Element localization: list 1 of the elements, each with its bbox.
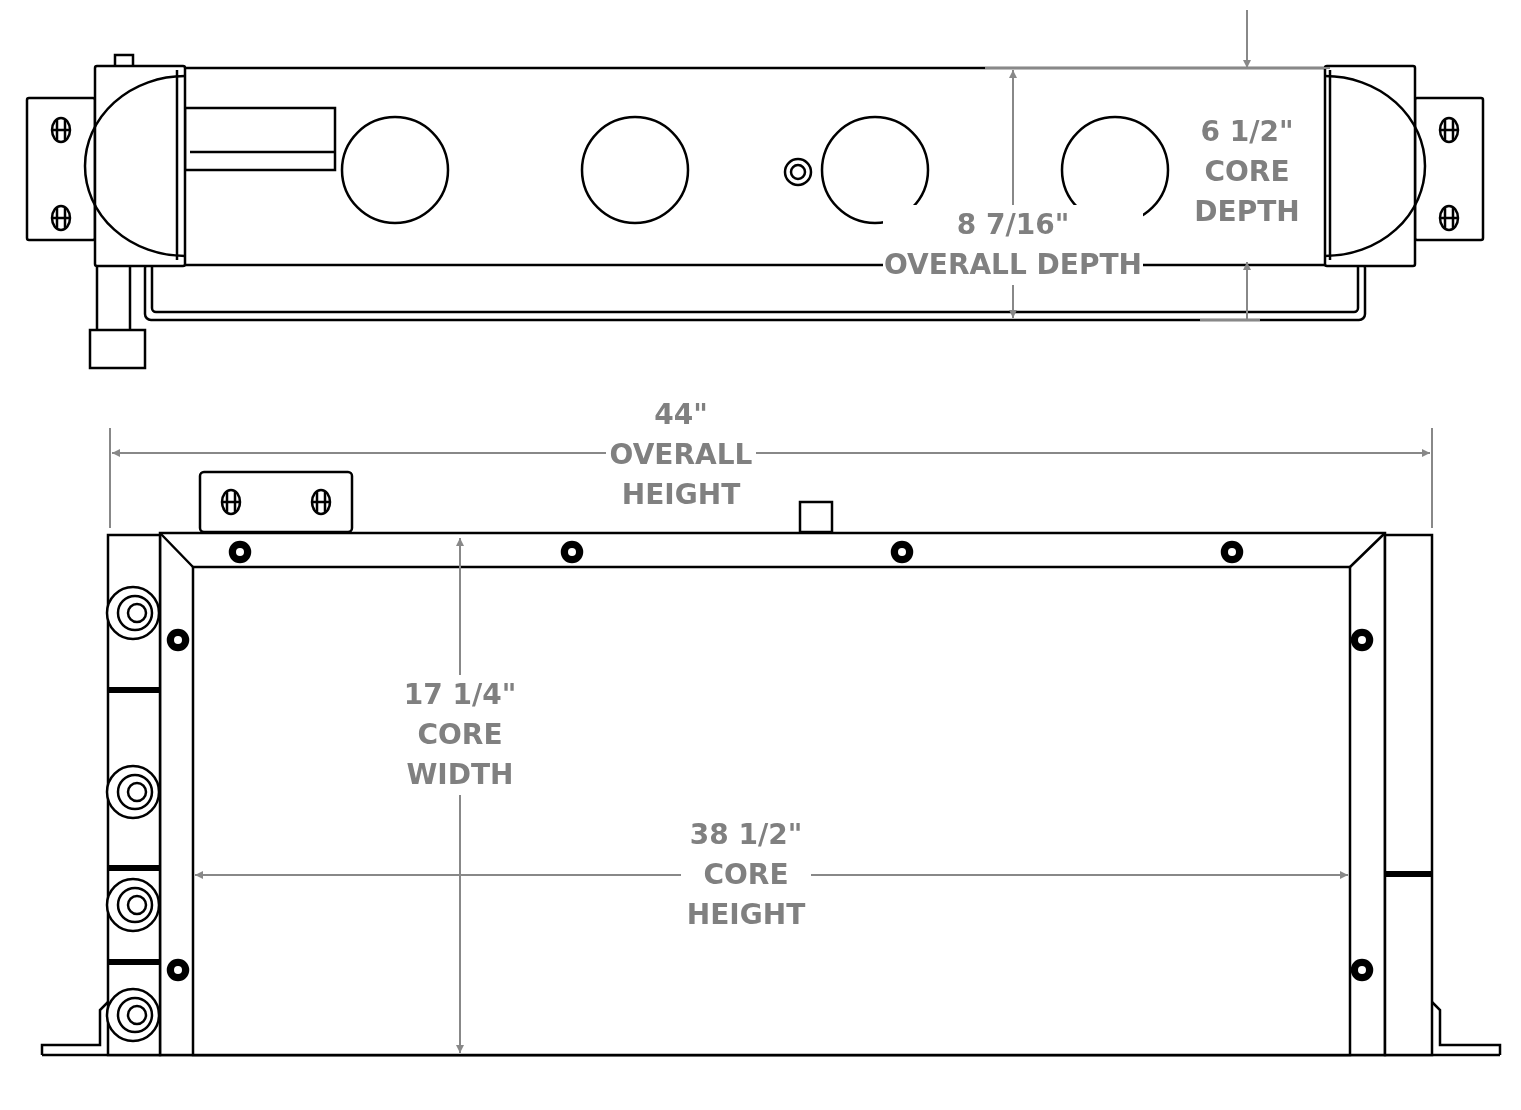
dimension-label: 8 7/16" OVERALL DEPTH <box>883 205 1143 285</box>
